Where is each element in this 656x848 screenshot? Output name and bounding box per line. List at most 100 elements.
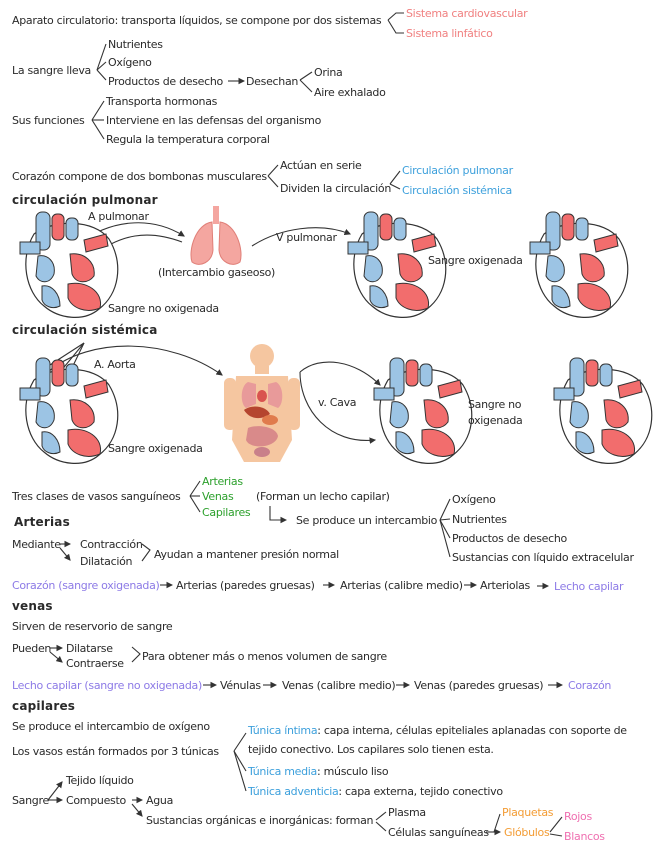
tunica-intima-line1: Túnica íntima: capa interna, células epi… — [248, 724, 627, 737]
temperature-function-label: Regula la temperatura corporal — [106, 133, 270, 146]
branch-line — [91, 119, 105, 140]
tunica-media-desc: : músculo liso — [317, 765, 389, 778]
branch-line — [233, 750, 247, 772]
branch-line — [96, 61, 107, 71]
plasma-label: Plasma — [388, 806, 426, 819]
white-cells-label: Blancos — [564, 830, 605, 843]
branch-line — [493, 813, 501, 833]
arteries-type-label: Arterias — [202, 475, 243, 488]
tunica-adventitia-line: Túnica adventicia: capa externa, tejido … — [248, 785, 503, 798]
exchange-nutrients-label: Nutrientes — [452, 513, 507, 526]
tunica-media-line: Túnica media: músculo liso — [248, 765, 389, 778]
gas-exchange-label: (Intercambio gaseoso) — [158, 266, 276, 279]
venous-flow-end: Corazón — [568, 679, 612, 692]
functions-label: Sus funciones — [12, 114, 85, 127]
by-means-label: Mediante — [12, 538, 61, 551]
vessel-types-label: Tres clases de vasos sanguíneos — [12, 490, 181, 503]
branch-line — [91, 100, 105, 121]
arrow-curve — [47, 345, 223, 376]
branch-line — [387, 12, 404, 21]
branch-line — [439, 519, 451, 539]
branch-line — [299, 71, 313, 81]
arrow-line — [49, 651, 63, 663]
branch-line — [389, 183, 401, 190]
arterial-flow-end: Lecho capilar — [554, 580, 624, 593]
veins-heading: venas — [12, 599, 53, 613]
tunica-adventitia-desc: : capa externa, tejido conectivo — [338, 785, 503, 798]
pulmonary-circulation-link-label: Circulación pulmonar — [402, 164, 513, 177]
heart-pumps-label: Corazón compone de dos bombonas muscular… — [12, 170, 267, 183]
substances-label: Sustancias orgánicas e inorgánicas: form… — [146, 814, 374, 827]
vena-cava-label: v. Cava — [318, 396, 357, 409]
branch-line — [233, 750, 247, 792]
branch-line — [189, 480, 201, 497]
capillaries-heading: capilares — [12, 699, 76, 713]
arrow-line — [269, 506, 288, 524]
heart-icon — [19, 211, 119, 318]
oxygen-exchange-label: Se produce el intercambio de oxígeno — [12, 720, 210, 733]
oxygenated-blood-label: Sangre oxigenada — [428, 254, 523, 267]
urine-label: Orina — [314, 66, 343, 79]
dilation-label: Dilatación — [80, 555, 133, 568]
venules-label: Vénulas — [220, 679, 261, 692]
arrow-curve — [251, 227, 352, 247]
dilate-label: Dilatarse — [66, 642, 113, 655]
branch-line — [299, 79, 313, 93]
branch-line — [439, 518, 451, 521]
bracket-line — [141, 543, 151, 562]
aorta-label: A. Aorta — [94, 358, 136, 371]
hormones-function-label: Transporta hormonas — [106, 95, 218, 108]
venous-flow-start: Lecho capilar (sangre no oxigenada) — [12, 679, 202, 692]
nutrients-label: Nutrientes — [108, 38, 163, 51]
compound-label: Compuesto — [66, 794, 126, 807]
branch-line — [549, 816, 563, 833]
branch-line — [96, 69, 107, 81]
lymphatic-system-label: Sistema linfático — [406, 27, 493, 40]
arterial-flow-thick: Arterias (paredes gruesas) — [176, 579, 315, 592]
tunica-intima-term: Túnica íntima — [248, 724, 318, 737]
pulmonary-circulation-heading: circulación pulmonar — [12, 193, 158, 207]
discard-label: Desechan — [246, 75, 299, 88]
heart-icon — [553, 357, 653, 464]
cardiovascular-system-label: Sistema cardiovascular — [406, 7, 528, 20]
series-label: Actúan en serie — [280, 159, 362, 172]
branch-line — [375, 811, 387, 821]
branch-line — [267, 175, 279, 188]
contract-label: Contraerse — [66, 657, 124, 670]
exchange-oxygen-label: Oxígeno — [452, 493, 496, 506]
oxygen-label: Oxígeno — [108, 56, 152, 69]
tunica-intima-line2: tejido conectivo. Los capilares solo tie… — [248, 743, 494, 756]
branch-line — [96, 43, 107, 71]
systemic-circulation-heading: circulación sistémica — [12, 323, 158, 337]
pressure-label: Ayudan a mantener presión normal — [154, 548, 339, 561]
capillaries-type-label: Capilares — [202, 506, 251, 519]
arteries-heading: Arterias — [14, 515, 70, 529]
arterial-flow-medium: Arterias (calibre medio) — [340, 579, 463, 592]
blood-reservoir-label: Sirven de reservorio de sangre — [12, 620, 173, 633]
defense-function-label: Interviene en las defensas del organismo — [106, 114, 321, 127]
water-label: Agua — [146, 794, 174, 807]
globules-label: Glóbulos — [504, 826, 550, 839]
red-cells-label: Rojos — [564, 810, 592, 823]
exchange-fluid-label: Sustancias con líquido extracelular — [452, 551, 634, 564]
arterial-flow-start: Corazón (sangre oxigenada) — [12, 579, 160, 592]
tunica-adventitia-term: Túnica adventicia — [248, 785, 339, 798]
capillary-bed-label: (Forman un lecho capilar) — [256, 490, 390, 503]
blood-volume-label: Para obtener más o menos volumen de sang… — [142, 650, 387, 663]
arrow-line — [131, 803, 143, 817]
exchange-label: Se produce un intercambio — [296, 514, 438, 527]
liquid-tissue-label: Tejido líquido — [66, 774, 134, 787]
human-body-organs-icon — [224, 344, 300, 462]
venous-flow-medium: Venas (calibre medio) — [282, 679, 396, 692]
tunica-media-term: Túnica media — [248, 765, 317, 778]
arrow-line — [47, 781, 63, 801]
arterioles-label: Arteriolas — [480, 579, 530, 592]
lungs-icon — [190, 206, 242, 265]
heart-icon — [529, 211, 629, 318]
blood-carries-label: La sangre lleva — [12, 64, 91, 77]
pulmonary-artery-label: A pulmonar — [88, 210, 149, 223]
exchange-waste-label: Productos de desecho — [452, 532, 567, 545]
tunica-intima-desc: : capa interna, células epiteliales apla… — [317, 724, 627, 737]
